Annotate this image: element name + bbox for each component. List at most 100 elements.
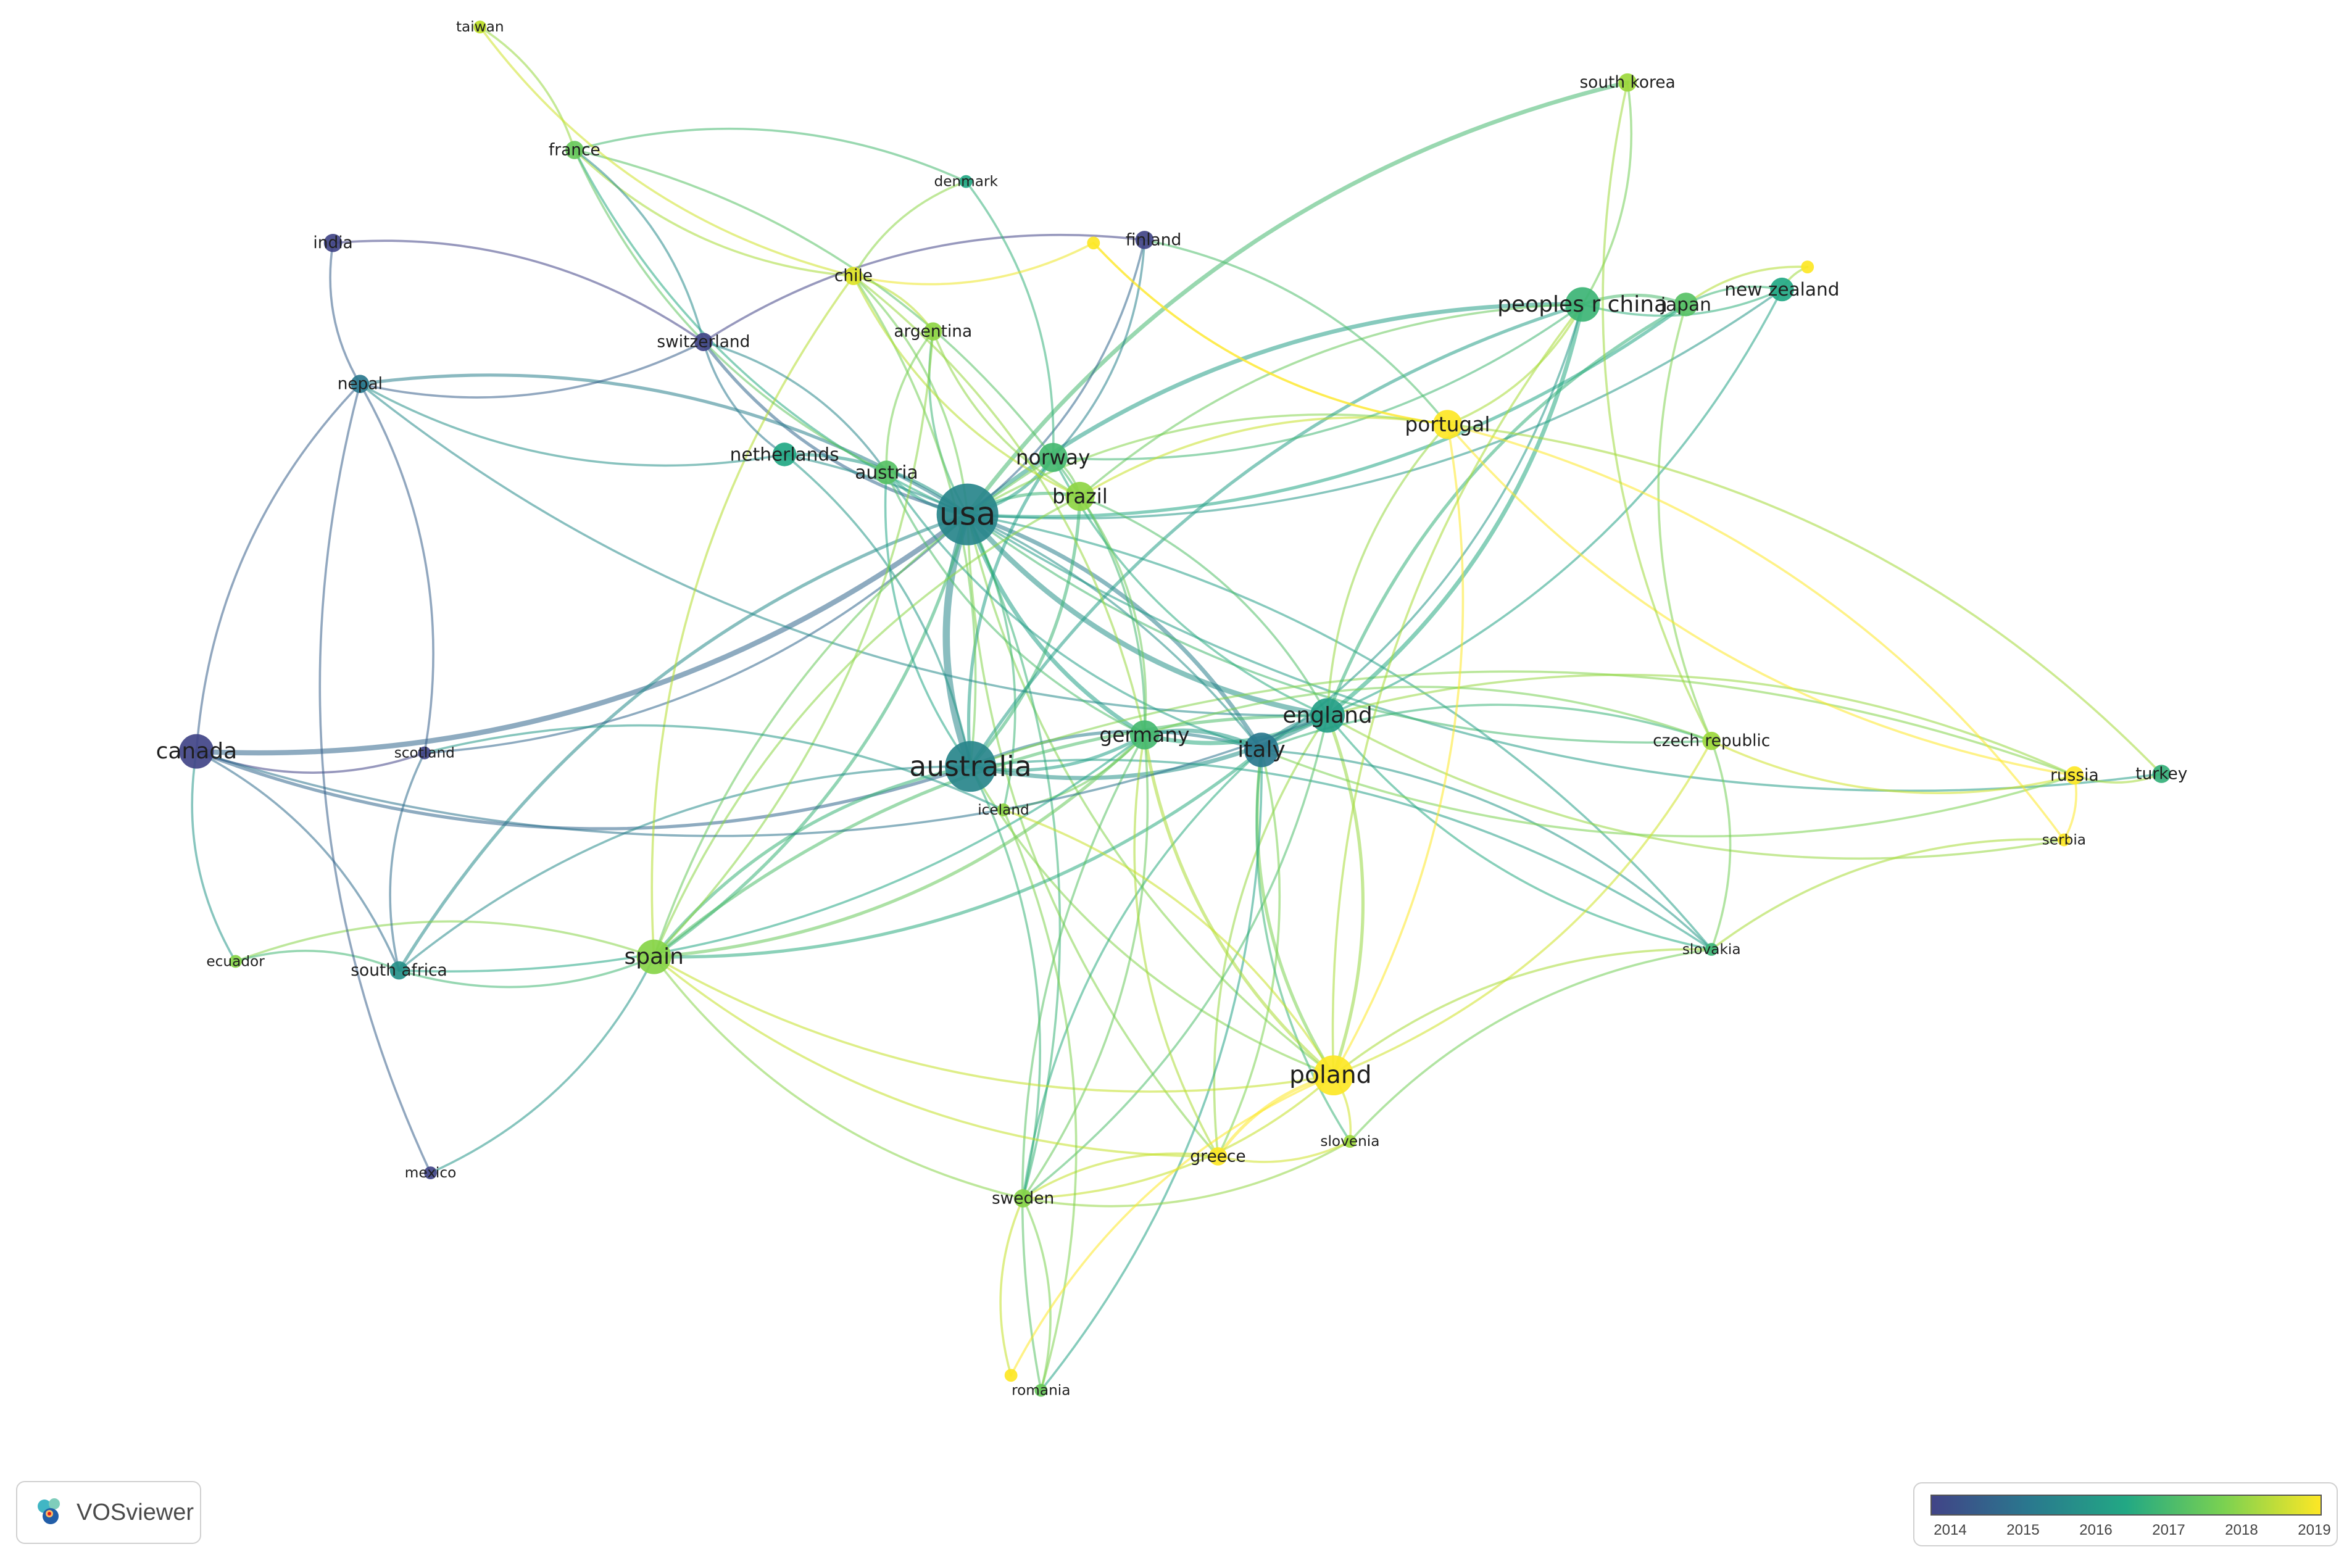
node-portugal[interactable] (1432, 410, 1463, 439)
node-france[interactable] (565, 141, 584, 159)
label-serbia[interactable]: serbia (2042, 832, 2086, 848)
label-usa[interactable]: usa (939, 496, 996, 533)
label-austria[interactable]: austria (855, 462, 918, 483)
legend-tick: 2014 (1934, 1522, 1967, 1538)
node-netherlands[interactable] (772, 442, 797, 467)
node-south-africa[interactable] (389, 961, 409, 980)
node-unlabeled-c[interactable] (1087, 236, 1100, 250)
node-peoples-r-china[interactable] (1565, 287, 1600, 322)
edge-australia-slovakia (969, 758, 1713, 951)
node-denmark[interactable] (959, 175, 973, 188)
label-germany[interactable]: germany (1099, 723, 1189, 747)
label-sweden[interactable]: sweden (992, 1188, 1054, 1208)
vosviewer-logo[interactable]: VOSviewer (16, 1481, 201, 1544)
label-netherlands[interactable]: netherlands (730, 444, 839, 465)
label-russia[interactable]: russia (2050, 766, 2099, 785)
label-iceland[interactable]: iceland (978, 802, 1029, 818)
label-turkey[interactable]: turkey (2135, 765, 2187, 784)
node-australia[interactable] (945, 740, 996, 792)
label-czech-republic[interactable]: czech republic (1653, 731, 1770, 750)
node-scotland[interactable] (418, 746, 431, 760)
label-scotland[interactable]: scotland (394, 745, 455, 761)
label-portugal[interactable]: portugal (1405, 413, 1490, 436)
node-japan[interactable] (1674, 292, 1698, 317)
node-mexico[interactable] (424, 1166, 437, 1180)
label-france[interactable]: france (549, 141, 600, 160)
node-taiwan[interactable] (473, 20, 487, 34)
node-new-zealand[interactable] (1770, 277, 1794, 302)
label-chile[interactable]: chile (834, 267, 873, 286)
label-poland[interactable]: poland (1289, 1061, 1371, 1089)
edge-poland-portugal (1332, 423, 1465, 1077)
edge-usa-greece (966, 513, 1220, 1158)
label-denmark[interactable]: denmark (934, 173, 999, 190)
edge-germany-brazil (1079, 495, 1147, 736)
node-norway[interactable] (1038, 442, 1068, 472)
edge-italy-romania (1039, 749, 1263, 1392)
label-peoples-r-china[interactable]: peoples r china (1497, 292, 1668, 317)
label-south-korea[interactable]: south korea (1579, 73, 1675, 92)
node-argentina[interactable] (923, 322, 942, 341)
node-chile[interactable] (844, 267, 863, 286)
node-russia[interactable] (2065, 766, 2084, 785)
node-unlabeled-b[interactable] (1004, 1369, 1018, 1382)
node-switzerland[interactable] (694, 333, 713, 351)
node-serbia[interactable] (2057, 833, 2071, 847)
label-japan[interactable]: japan (1660, 294, 1711, 315)
label-new-zealand[interactable]: new zealand (1724, 279, 1839, 300)
node-india[interactable] (323, 233, 343, 252)
edge-portugal-serbia (1446, 423, 2066, 841)
label-romania[interactable]: romania (1012, 1382, 1070, 1399)
node-nepal[interactable] (351, 375, 370, 394)
label-nepal[interactable]: nepal (338, 375, 383, 394)
label-south-africa[interactable]: south africa (351, 961, 447, 980)
node-iceland[interactable] (997, 803, 1010, 816)
label-spain[interactable]: spain (624, 944, 684, 969)
node-germany[interactable] (1129, 720, 1160, 750)
edge-south_korea-peoples_r_china (1581, 81, 1633, 306)
label-australia[interactable]: australia (909, 750, 1031, 782)
edge-czech_republic-slovakia (1710, 739, 1732, 951)
edge-usa-scotland (423, 513, 969, 754)
label-england[interactable]: england (1282, 703, 1373, 728)
node-italy[interactable] (1244, 732, 1279, 768)
node-czech-republic[interactable] (1702, 731, 1721, 750)
nodes-layer (179, 20, 2171, 1397)
node-unlabeled-a[interactable] (1801, 260, 1814, 274)
node-canada[interactable] (179, 734, 214, 769)
label-switzerland[interactable]: switzerland (657, 333, 750, 352)
node-romania[interactable] (1034, 1383, 1048, 1397)
node-finland[interactable] (1135, 231, 1154, 249)
node-slovenia[interactable] (1344, 1135, 1357, 1148)
label-greece[interactable]: greece (1190, 1147, 1245, 1166)
label-norway[interactable]: norway (1016, 446, 1091, 469)
node-sweden[interactable] (1013, 1189, 1033, 1208)
label-finland[interactable]: finland (1126, 230, 1181, 249)
edge-australia-austria (884, 471, 972, 768)
node-usa[interactable] (936, 483, 999, 545)
label-india[interactable]: india (313, 233, 352, 252)
node-slovakia[interactable] (1705, 943, 1718, 956)
node-spain[interactable] (636, 939, 671, 974)
node-turkey[interactable] (2152, 765, 2171, 783)
node-england[interactable] (1310, 698, 1345, 733)
label-slovakia[interactable]: slovakia (1682, 941, 1741, 958)
label-slovenia[interactable]: slovenia (1320, 1133, 1379, 1150)
edge-chile-argentina (852, 275, 934, 333)
node-brazil[interactable] (1065, 481, 1095, 512)
label-ecuador[interactable]: ecuador (206, 953, 265, 969)
label-mexico[interactable]: mexico (405, 1164, 457, 1181)
node-poland[interactable] (1313, 1055, 1354, 1096)
node-austria[interactable] (875, 460, 899, 484)
label-italy[interactable]: italy (1237, 737, 1285, 763)
node-south-korea[interactable] (1618, 73, 1637, 92)
label-argentina[interactable]: argentina (894, 322, 972, 341)
node-ecuador[interactable] (229, 955, 242, 968)
edge-italy-austria (885, 471, 1263, 752)
node-greece[interactable] (1208, 1147, 1228, 1166)
edge-sweden-unlabeled_b (999, 1197, 1024, 1377)
label-taiwan[interactable]: taiwan (456, 19, 504, 35)
edge-australia-poland (969, 765, 1335, 1077)
label-canada[interactable]: canada (156, 739, 238, 764)
label-brazil[interactable]: brazil (1052, 484, 1108, 508)
